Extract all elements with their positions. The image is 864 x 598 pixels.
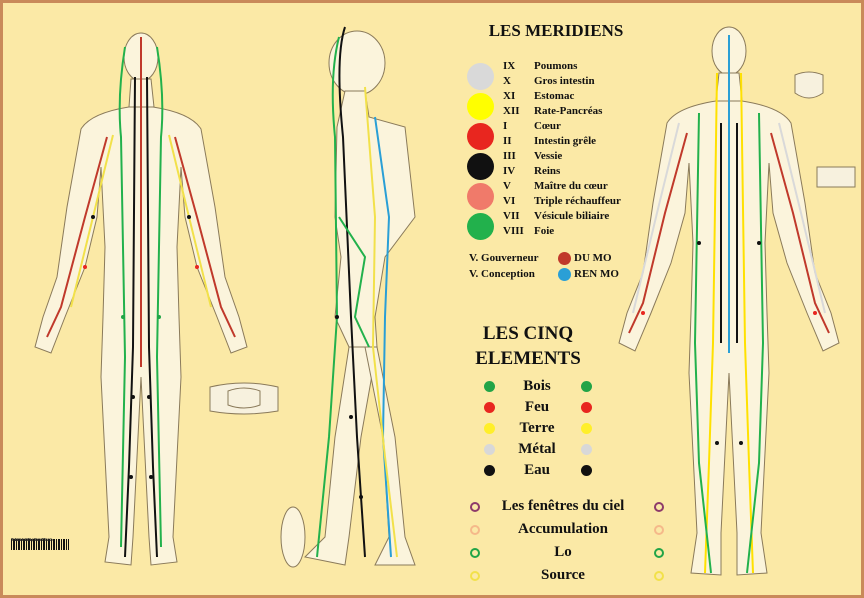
meridian-name: Foie	[534, 225, 554, 237]
element-name: Métal	[497, 441, 577, 458]
point-ring	[654, 502, 664, 512]
element-dot	[484, 465, 495, 476]
element-name: Feu	[497, 399, 577, 416]
meridian-number: I	[503, 120, 507, 132]
meridian-name: Vésicule biliaire	[534, 210, 609, 222]
meridian-name: Estomac	[534, 90, 574, 102]
meridian-number: II	[503, 135, 512, 147]
head-inset	[791, 69, 827, 103]
meridian-number: III	[503, 150, 516, 162]
element-dot	[581, 402, 592, 413]
meridian-pair-dot	[467, 153, 494, 180]
meridian-name: Rate-Pancréas	[534, 105, 602, 117]
point-ring	[470, 571, 480, 581]
governor-dot	[558, 252, 571, 265]
meridian-name: Vessie	[534, 150, 562, 162]
meridian-number: V	[503, 180, 511, 192]
point-ring	[654, 525, 664, 535]
meridians-title: LES MERIDIENS	[471, 21, 641, 41]
meridian-pair-dot	[467, 63, 494, 90]
element-dot	[484, 381, 495, 392]
elements-title-line1: LES CINQ	[458, 323, 598, 345]
meridian-number: X	[503, 75, 511, 87]
meridian-number: IV	[503, 165, 515, 177]
meridian-name: Maître du cœur	[534, 180, 608, 192]
elements-title-line2: ELEMENTS	[458, 348, 598, 370]
publisher-block: Editions Jan van Baarle Amsterdam, Pays …	[11, 537, 69, 550]
element-dot	[581, 381, 592, 392]
back-view-figure	[21, 17, 293, 587]
point-type-name: Les fenêtres du ciel	[483, 498, 643, 515]
conception-name: REN MO	[574, 268, 619, 280]
point-ring	[654, 571, 664, 581]
point-ring	[470, 525, 480, 535]
element-dot	[484, 444, 495, 455]
meridian-number: XI	[503, 90, 515, 102]
publisher-isbn: ISBN 9789481876120	[11, 537, 52, 542]
meridian-pair-dot	[467, 123, 494, 150]
conception-label: V. Conception	[469, 268, 535, 280]
governor-name: DU MO	[574, 252, 612, 264]
conception-dot	[558, 268, 571, 281]
meridian-name: Reins	[534, 165, 560, 177]
side-view-figure	[265, 17, 435, 587]
point-type-name: Lo	[483, 544, 643, 561]
meridian-number: IX	[503, 60, 515, 72]
point-ring	[470, 502, 480, 512]
element-name: Bois	[497, 378, 577, 395]
meridian-number: XII	[503, 105, 520, 117]
meridian-pair-dot	[467, 93, 494, 120]
governor-label: V. Gouverneur	[469, 252, 538, 264]
meridian-pair-dot	[467, 183, 494, 210]
meridian-number: VII	[503, 210, 520, 222]
element-dot	[581, 423, 592, 434]
meridian-name: Gros intestin	[534, 75, 595, 87]
element-dot	[581, 465, 592, 476]
meridian-name: Cœur	[534, 120, 561, 132]
element-dot	[484, 402, 495, 413]
point-type-name: Source	[483, 567, 643, 584]
element-name: Terre	[497, 420, 577, 437]
point-type-name: Accumulation	[483, 521, 643, 538]
meridian-name: Intestin grêle	[534, 135, 596, 147]
element-dot	[484, 423, 495, 434]
meridian-number: VIII	[503, 225, 524, 237]
meridian-name: Poumons	[534, 60, 577, 72]
meridian-number: VI	[503, 195, 515, 207]
hand-inset	[815, 163, 857, 191]
meridian-name: Triple réchauffeur	[534, 195, 621, 207]
point-ring	[654, 548, 664, 558]
meridian-pair-dot	[467, 213, 494, 240]
point-ring	[470, 548, 480, 558]
element-name: Eau	[497, 462, 577, 479]
element-dot	[581, 444, 592, 455]
